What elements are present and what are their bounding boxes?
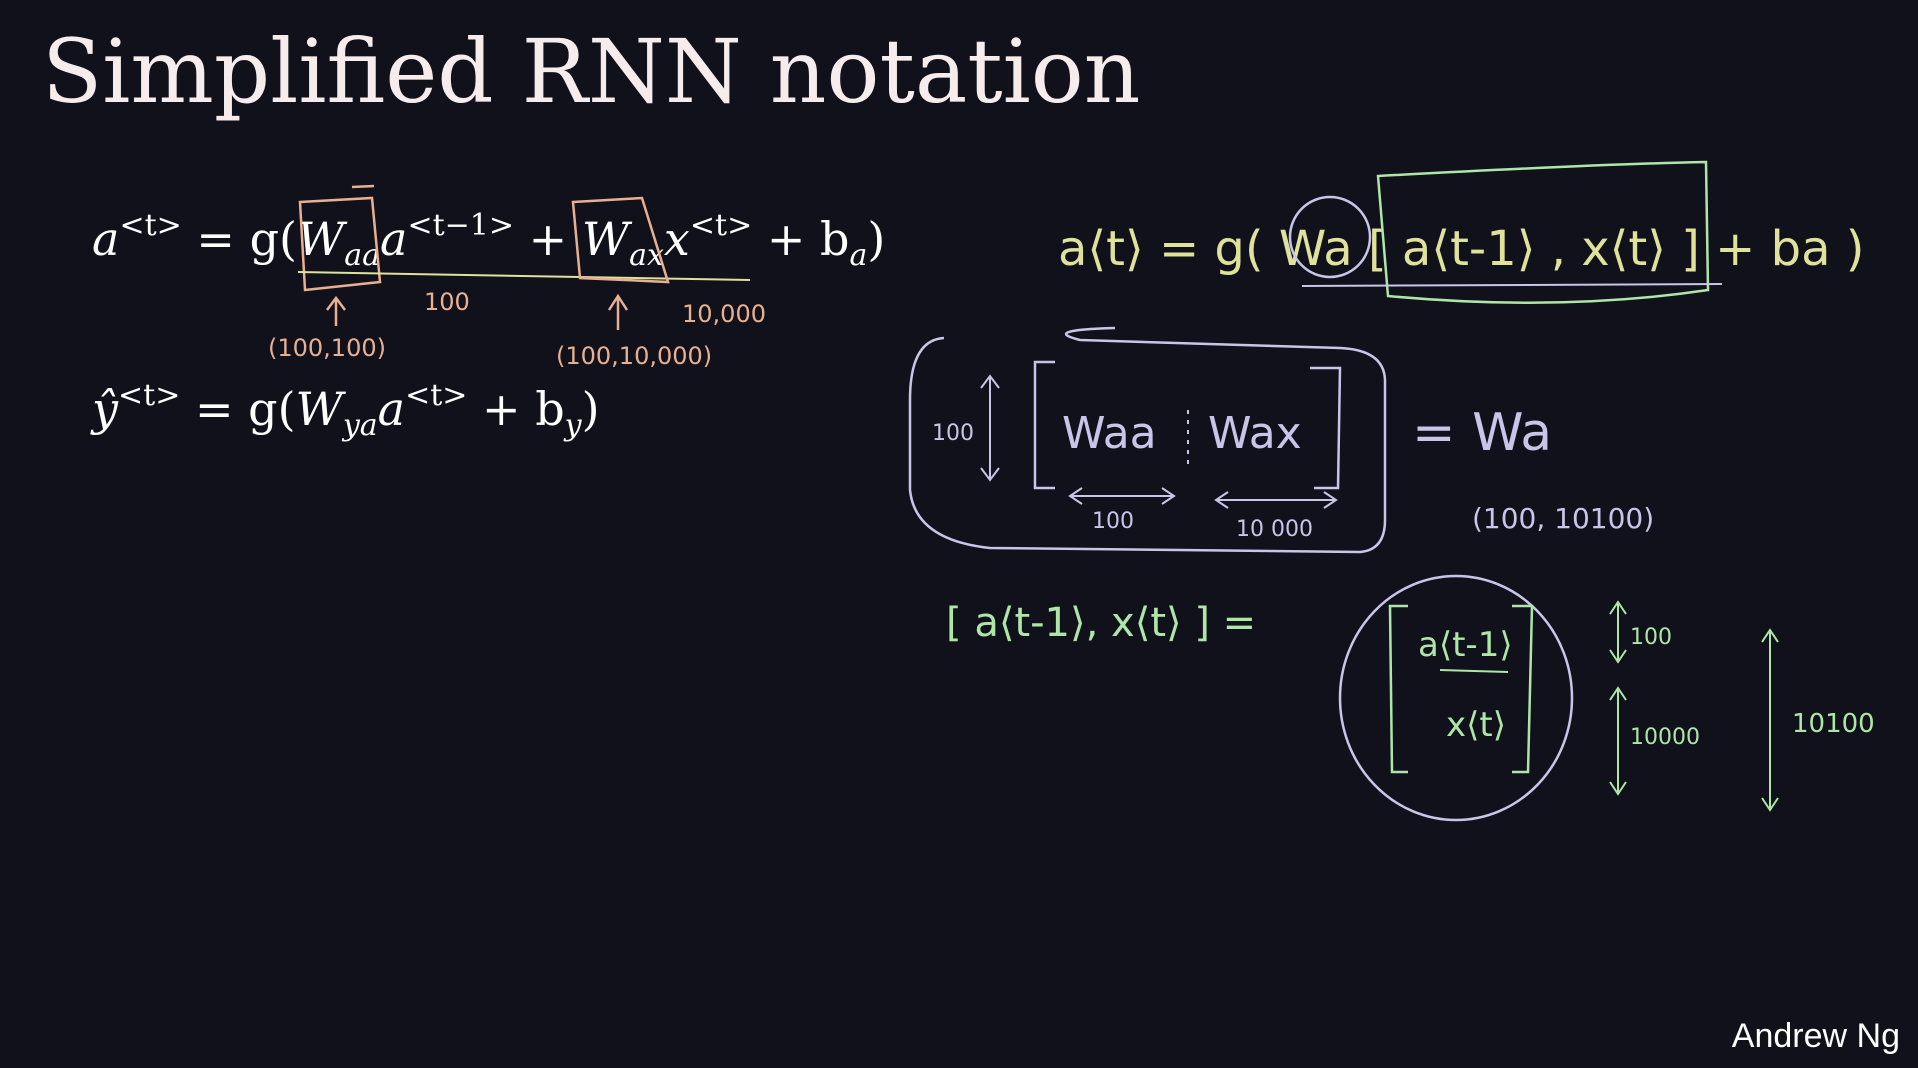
stack-rows-label: 100 bbox=[932, 421, 974, 446]
total-height-label: 10100 bbox=[1792, 709, 1875, 739]
wax-box bbox=[571, 196, 670, 284]
vector-circle bbox=[1338, 574, 1574, 822]
vector-divider bbox=[1439, 669, 1509, 673]
vector-left-bracket bbox=[1388, 604, 1408, 774]
concat-box bbox=[1376, 160, 1710, 304]
total-height-arrow bbox=[1761, 628, 1779, 812]
top-height-arrow bbox=[1609, 600, 1627, 664]
underline-eq1 bbox=[297, 271, 751, 281]
waa-shape-label: (100,100) bbox=[268, 334, 386, 362]
wax-up-arrow bbox=[607, 293, 629, 330]
wa-circle bbox=[1288, 195, 1372, 279]
bottom-height-arrow bbox=[1609, 686, 1627, 796]
stack-outline bbox=[908, 326, 1387, 554]
equals-wa: = Wa bbox=[1412, 403, 1552, 463]
wax-shape-label: (100,10,000) bbox=[556, 342, 712, 370]
waa-up-arrow bbox=[326, 295, 346, 326]
vector-bottom: x⟨t⟩ bbox=[1446, 705, 1506, 745]
waa-annotation: (100,100) bbox=[268, 184, 386, 362]
bottom-height-label: 10000 bbox=[1630, 725, 1700, 750]
x-dim-label: 10,000 bbox=[682, 300, 766, 328]
waa-box-tick bbox=[351, 184, 375, 189]
stack-left-bracket bbox=[1033, 360, 1055, 490]
stack-rows-arrow bbox=[980, 374, 1000, 482]
equation-activation: a<t> = g(Waaa<t−1> + Waxx<t> + ba) bbox=[92, 208, 886, 273]
wax-annotation: (100,10,000) bbox=[556, 196, 712, 370]
vector-right-bracket bbox=[1512, 604, 1534, 774]
waa-width-arrow bbox=[1068, 487, 1176, 505]
waa-width-label: 100 bbox=[1092, 509, 1134, 534]
a-dim-label: 100 bbox=[424, 288, 470, 316]
wax-block: Wax bbox=[1208, 408, 1302, 459]
equation-output: ŷ<t> = g(Wyaa<t> + by) bbox=[92, 378, 600, 443]
concat-lhs: [ a⟨t-1⟩, x⟨t⟩ ] = bbox=[946, 600, 1256, 646]
rhs-equation: a⟨t⟩ = g( Wa [ a⟨t-1⟩ , x⟨t⟩ ] + ba ) bbox=[1058, 221, 1865, 277]
waa-box bbox=[298, 196, 382, 292]
rhs-underline bbox=[1301, 283, 1723, 287]
top-height-label: 100 bbox=[1630, 625, 1672, 650]
wa-shape-label: (100, 10100) bbox=[1472, 502, 1654, 535]
waa-block: Waa bbox=[1062, 408, 1157, 459]
wax-width-arrow bbox=[1214, 491, 1338, 509]
stack-right-bracket bbox=[1310, 366, 1342, 490]
author-credit: Andrew Ng bbox=[1731, 1017, 1900, 1055]
wax-width-label: 10 000 bbox=[1236, 517, 1313, 542]
slide-title: Simplified RNN notation bbox=[42, 20, 1141, 123]
vector-top: a⟨t-1⟩ bbox=[1418, 625, 1513, 665]
